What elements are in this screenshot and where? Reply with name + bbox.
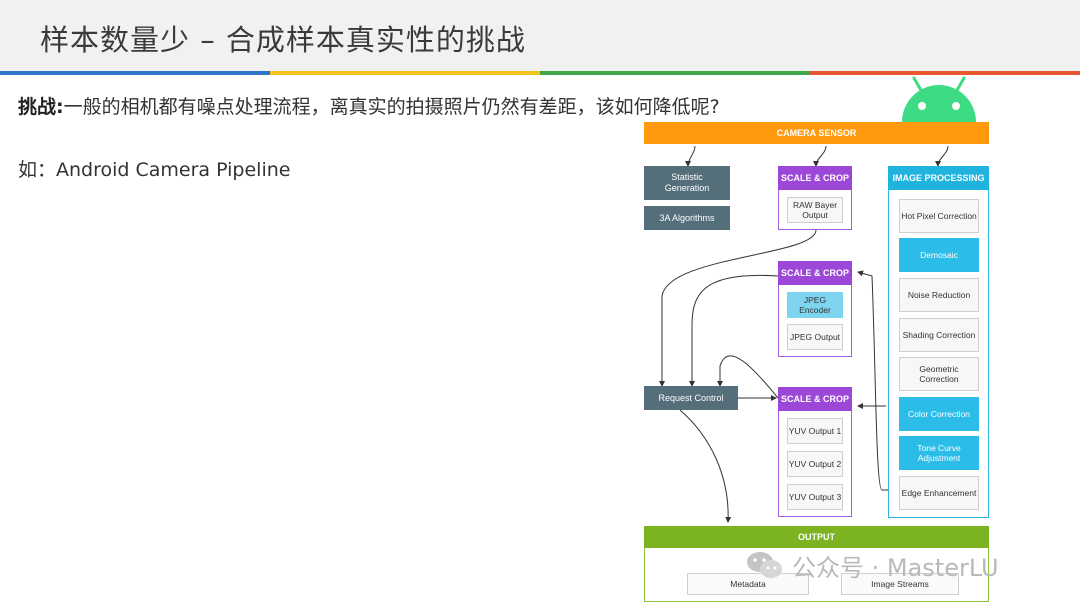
raw-bayer-output-label: RAW Bayer Output (792, 200, 838, 220)
stripe-orange (810, 71, 1080, 75)
step-shading-correction: Shading Correction (899, 318, 979, 352)
step-noise-reduction: Noise Reduction (899, 278, 979, 312)
watermark: 公众号 · MasterLU (746, 549, 999, 582)
yuv-output-2-label: YUV Output 2 (788, 459, 842, 469)
output-label: OUTPUT (798, 532, 835, 542)
step-hot-pixel-correction-label: Hot Pixel Correction (901, 211, 977, 221)
image-streams-box: Image Streams (841, 573, 959, 595)
output-panel: OUTPUT Metadata Image Streams (644, 526, 989, 602)
yuv-output-1: YUV Output 1 (787, 418, 843, 444)
wechat-icon (747, 552, 782, 578)
jpeg-encoder: JPEG Encoder (787, 292, 843, 318)
image-processing-header: IMAGE PROCESSING (888, 166, 989, 190)
scale-crop-yuv-panel: SCALE & CROP YUV Output 1 YUV Output 2 Y… (778, 387, 852, 517)
raw-bayer-output: RAW Bayer Output (787, 197, 843, 223)
yuv-output-1-label: YUV Output 1 (788, 426, 842, 436)
image-streams-label: Image Streams (871, 579, 929, 589)
scale-crop-2-label: SCALE & CROP (780, 268, 849, 278)
scale-crop-1-label: SCALE & CROP (780, 173, 849, 183)
image-processing-panel: IMAGE PROCESSING Hot Pixel Correction De… (888, 166, 989, 518)
output-header: OUTPUT (644, 526, 989, 548)
step-shading-correction-label: Shading Correction (902, 330, 976, 340)
statistic-generation-box: Statistic Generation (644, 166, 730, 200)
step-edge-enhancement-label: Edge Enhancement (901, 488, 977, 498)
statistic-generation-label: Statistic Generation (664, 172, 710, 193)
challenge-line: 挑战:一般的相机都有噪点处理流程，离真实的拍摄照片仍然有差距，该如何降低呢? (18, 92, 720, 119)
scale-crop-3-label: SCALE & CROP (780, 394, 849, 404)
stripe-yellow (270, 71, 540, 75)
scale-crop-2-header: SCALE & CROP (778, 261, 852, 285)
step-geometric-correction: Geometric Correction (899, 357, 979, 391)
step-geometric-correction-label: Geometric Correction (919, 364, 959, 384)
jpeg-encoder-label: JPEG Encoder (799, 295, 831, 315)
color-stripe (0, 71, 1080, 75)
step-edge-enhancement: Edge Enhancement (899, 476, 979, 510)
step-tone-curve-adjustment-label: Tone Curve Adjustment (917, 443, 961, 463)
scale-crop-1-header: SCALE & CROP (778, 166, 852, 190)
step-demosaic: Demosaic (899, 238, 979, 272)
step-tone-curve-adjustment: Tone Curve Adjustment (899, 436, 979, 470)
scale-crop-3-header: SCALE & CROP (778, 387, 852, 411)
jpeg-output-label: JPEG Output (789, 332, 841, 342)
stripe-blue (0, 71, 270, 75)
camera-sensor-bar: CAMERA SENSOR (644, 122, 989, 144)
step-color-correction-label: Color Correction (908, 409, 970, 419)
slide-title: 样本数量少 – 合成样本真实性的挑战 (40, 23, 526, 57)
example-line: 如：Android Camera Pipeline (18, 159, 291, 181)
android-logo-icon (902, 76, 976, 122)
metadata-box: Metadata (687, 573, 809, 595)
scale-crop-raw-panel: SCALE & CROP RAW Bayer Output (778, 166, 852, 230)
stripe-green (540, 71, 810, 75)
request-control-box: Request Control (644, 386, 738, 410)
title-bar: 样本数量少 – 合成样本真实性的挑战 (0, 0, 1080, 72)
step-noise-reduction-label: Noise Reduction (907, 290, 971, 300)
jpeg-output: JPEG Output (787, 324, 843, 350)
step-demosaic-label: Demosaic (920, 250, 958, 260)
3a-algorithms-label: 3A Algorithms (659, 212, 715, 223)
challenge-text: 一般的相机都有噪点处理流程，离真实的拍摄照片仍然有差距，该如何降低呢? (63, 96, 720, 118)
yuv-output-2: YUV Output 2 (787, 451, 843, 477)
challenge-label: 挑战: (18, 96, 64, 118)
yuv-output-3-label: YUV Output 3 (788, 492, 842, 502)
camera-sensor-label: CAMERA SENSOR (776, 128, 857, 138)
request-control-label: Request Control (658, 392, 724, 403)
image-processing-label: IMAGE PROCESSING (892, 173, 985, 183)
camera-pipeline-diagram: CAMERA SENSOR Statistic Generation 3A Al… (640, 76, 1000, 606)
watermark-text: 公众号 · MasterLU (792, 553, 999, 582)
metadata-label: Metadata (730, 579, 766, 589)
yuv-output-3: YUV Output 3 (787, 484, 843, 510)
scale-crop-jpeg-panel: SCALE & CROP JPEG Encoder JPEG Output (778, 261, 852, 357)
step-hot-pixel-correction: Hot Pixel Correction (899, 199, 979, 233)
step-color-correction: Color Correction (899, 397, 979, 431)
3a-algorithms-box: 3A Algorithms (644, 206, 730, 230)
